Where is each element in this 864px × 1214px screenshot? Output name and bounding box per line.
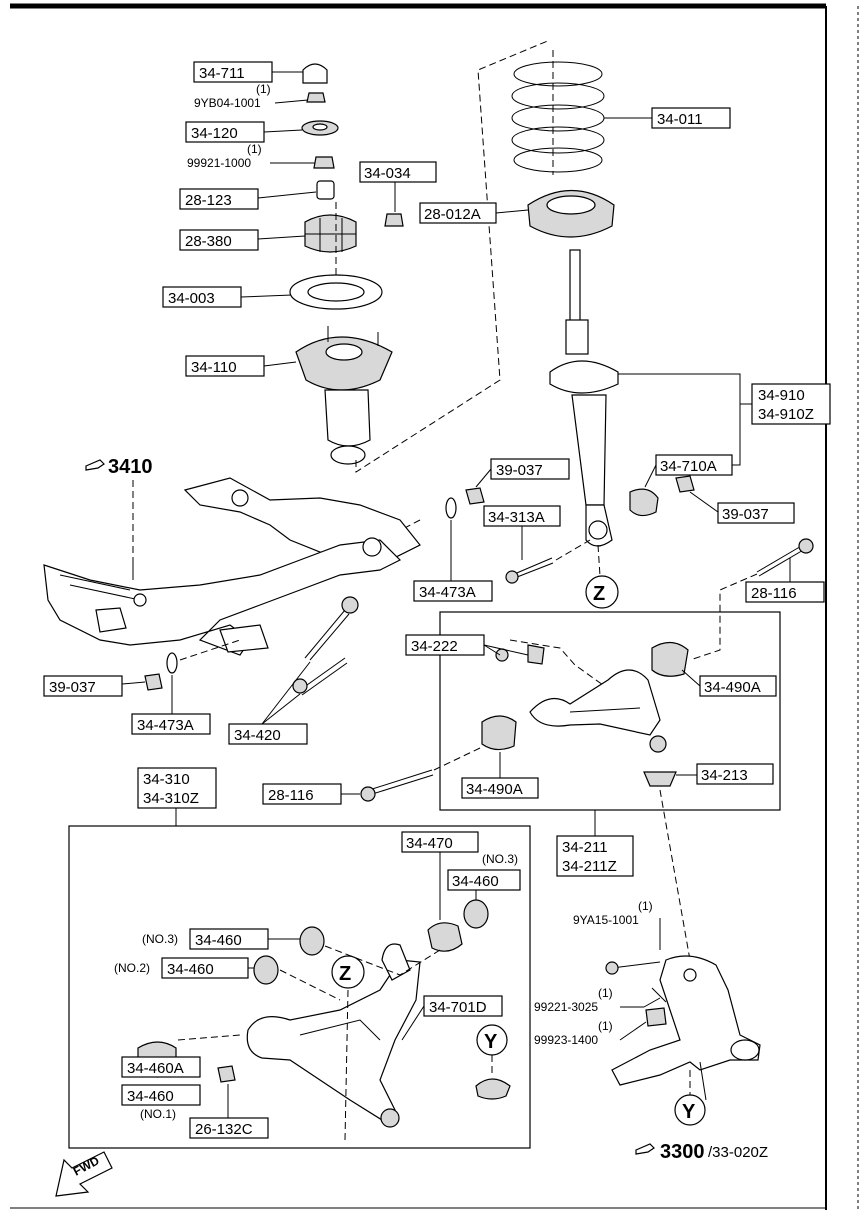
position-label: (NO.2) <box>114 961 150 975</box>
part-label-28-116: 28-116 <box>268 787 314 804</box>
part-label-9ya15-1001: 9YA15-1001 <box>573 913 639 927</box>
crossmember-frame <box>43 477 421 656</box>
lower-control-arm <box>246 943 421 1128</box>
forward-arrow-icon: FWD <box>55 1151 113 1197</box>
position-label: (NO.1) <box>140 1107 176 1121</box>
part-label-99221-3025: 99221-3025 <box>534 1000 598 1014</box>
part-label-34-460: 34-460 <box>167 961 214 978</box>
pointing-hand-icon <box>85 459 105 471</box>
part-label-34-310: 34-310 <box>143 771 190 788</box>
part-label-34-460: 34-460 <box>127 1088 174 1105</box>
part-label-9yb04-1001: 9YB04-1001 <box>194 96 261 110</box>
part-label-39-037: 39-037 <box>722 506 769 523</box>
reference-3300-alt: /33-020Z <box>708 1144 768 1161</box>
part-label-34-470: 34-470 <box>406 835 453 852</box>
pointing-hand-icon <box>635 1143 655 1155</box>
part-label-34-473a: 34-473A <box>419 584 476 601</box>
part-label-34-460a: 34-460A <box>127 1060 184 1077</box>
part-label-26-132c: 26-132C <box>195 1121 253 1138</box>
reference-z-marker: Z <box>593 583 605 605</box>
qty-label: (1) <box>598 1019 613 1033</box>
part-label-34-313a: 34-313A <box>488 509 545 526</box>
reference-y-marker: Y <box>484 1031 498 1053</box>
part-label-99921-1000: 99921-1000 <box>187 156 251 170</box>
part-label-34-310z: 34-310Z <box>143 790 199 807</box>
part-label-34-120: 34-120 <box>191 125 238 142</box>
qty-label: (1) <box>598 986 613 1000</box>
part-label-34-213: 34-213 <box>701 767 748 784</box>
part-label-34-011: 34-011 <box>657 111 703 128</box>
part-label-34-711: 34-711 <box>199 65 245 82</box>
coil-spring-part <box>511 61 605 173</box>
part-label-39-037: 39-037 <box>49 679 96 696</box>
part-label-34-701d: 34-701D <box>429 999 487 1016</box>
part-label-34-420: 34-420 <box>234 727 281 744</box>
part-label-28-123: 28-123 <box>185 192 232 209</box>
steering-knuckle <box>611 955 761 1101</box>
part-label-34-910: 34-910 <box>758 387 805 404</box>
part-label-34-710a: 34-710A <box>660 458 717 475</box>
position-label: (NO.3) <box>482 852 518 866</box>
bump-cap-part <box>302 63 328 84</box>
part-label-28-116: 28-116 <box>751 585 797 602</box>
part-label-34-910z: 34-910Z <box>758 406 814 423</box>
part-label-39-037: 39-037 <box>496 462 543 479</box>
part-label-34-473a: 34-473A <box>137 717 194 734</box>
part-label-34-490a: 34-490A <box>466 781 523 798</box>
part-label-99923-1400: 99923-1400 <box>534 1033 598 1047</box>
part-label-34-222: 34-222 <box>411 638 458 655</box>
part-label-34-490a: 34-490A <box>704 679 761 696</box>
reference-y-marker: Y <box>682 1101 696 1123</box>
position-label: (NO.3) <box>142 932 178 946</box>
reference-3300: 3300 <box>660 1141 705 1163</box>
part-label-34-211: 34-211 <box>562 839 608 856</box>
reference-z-marker: Z <box>339 963 351 985</box>
part-label-34-003: 34-003 <box>168 290 215 307</box>
part-label-34-211z: 34-211Z <box>562 858 617 875</box>
part-label-28-012a: 28-012A <box>424 206 481 223</box>
part-label-34-110: 34-110 <box>191 359 237 376</box>
reference-3410: 3410 <box>108 456 153 478</box>
qty-label: (1) <box>247 142 262 156</box>
part-label-34-034: 34-034 <box>364 165 411 182</box>
qty-label: (1) <box>256 82 271 96</box>
upper-control-arm <box>529 669 667 753</box>
qty-label: (1) <box>638 899 653 913</box>
part-label-34-460: 34-460 <box>452 873 499 890</box>
part-label-28-380: 28-380 <box>185 233 232 250</box>
part-label-34-460: 34-460 <box>195 932 242 949</box>
